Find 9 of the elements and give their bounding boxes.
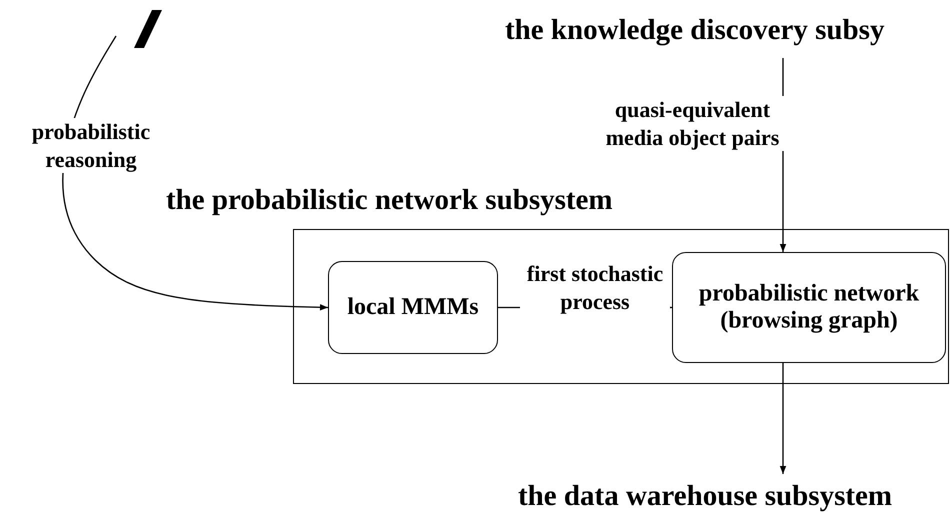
subsystem-label: the knowledge discovery subsy: [505, 14, 884, 48]
frame-heading: the probabilistic network subsystem: [166, 184, 613, 218]
arrow: [780, 363, 786, 474]
process-box: [328, 261, 498, 354]
box-text: local MMMs: [346, 294, 480, 322]
arrow: [62, 36, 328, 310]
process-box: [672, 252, 946, 363]
box-text: probabilistic network (browsing graph): [698, 280, 920, 336]
subsystem-label: the data warehouse subsystem: [518, 480, 892, 514]
